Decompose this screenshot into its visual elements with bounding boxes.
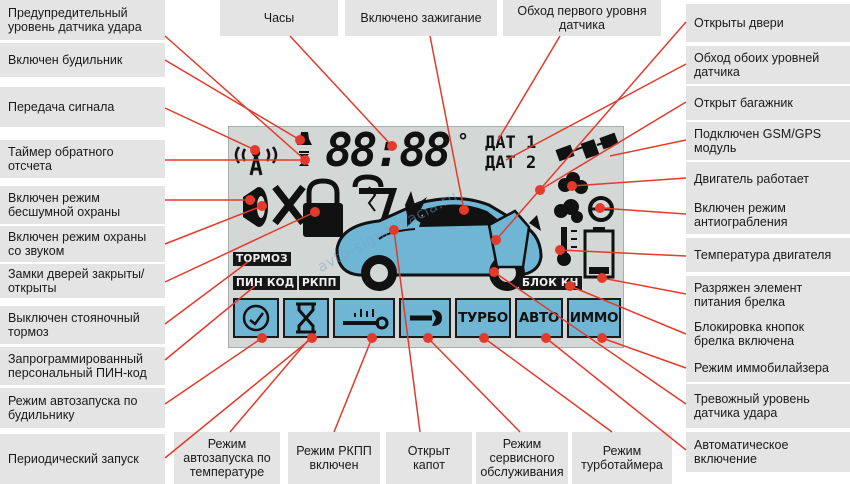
label-shock-alarm: Тревожный уровень датчика удара bbox=[686, 384, 850, 428]
sensor-1-indicator: ДАТ 1 bbox=[485, 133, 537, 153]
label-antirobbery: Включен режим антиограбления bbox=[686, 196, 850, 234]
label-bypass-both: Обход обоих уровней датчика bbox=[686, 46, 850, 84]
label-pin-code: Запрограммированный персональный ПИН-код bbox=[0, 347, 165, 385]
antirobbery-icon bbox=[588, 196, 614, 222]
auto-button: АВТО bbox=[515, 298, 563, 338]
wrench-icon bbox=[410, 310, 442, 326]
label-ignition: Включено зажигание bbox=[345, 0, 497, 36]
label-alarm-clock: Включен будильник bbox=[0, 43, 165, 77]
hood-open-icon bbox=[405, 191, 435, 227]
label-countdown-timer: Таймер обратного отсчета bbox=[0, 140, 165, 178]
label-auto-arm: Автоматическое включение bbox=[686, 432, 850, 472]
lock-closed-icon bbox=[303, 178, 343, 237]
label-engine-running: Двигатель работает bbox=[686, 162, 850, 196]
immo-button: ИММО bbox=[567, 298, 621, 338]
label-turbo-timer: Режим турботаймера bbox=[572, 432, 672, 484]
leader-line bbox=[427, 337, 521, 433]
label-trunk-open: Открыт багажник bbox=[686, 86, 850, 120]
leader-line bbox=[229, 337, 311, 433]
sensor-zigzag-icon bbox=[367, 186, 377, 212]
thermometer-icon bbox=[557, 227, 577, 266]
gsm-satellite-icon bbox=[555, 132, 619, 162]
leader-line bbox=[483, 337, 613, 433]
leader-line bbox=[497, 35, 561, 141]
label-silent-guard: Включен режим бесшумной охраны bbox=[0, 186, 165, 224]
label-parking-brake: Выключен стояночный тормоз bbox=[0, 306, 165, 344]
gearbox-tag: РКПП bbox=[299, 276, 340, 290]
brake-tag: ТОРМОЗ bbox=[233, 252, 291, 266]
sensor-2-indicator: ДАТ 2 bbox=[485, 153, 537, 173]
signal-antenna-icon bbox=[234, 146, 278, 176]
clock-degree-mark: ° bbox=[457, 129, 470, 153]
turbo-button: ТУРБО bbox=[455, 298, 511, 338]
hourglass-icon bbox=[296, 302, 316, 334]
label-signal-transmit: Передача сигнала bbox=[0, 87, 165, 127]
label-shock-warning: Предупредительный уровень датчика удара bbox=[0, 0, 165, 40]
engine-running-icon bbox=[554, 172, 588, 223]
label-gearbox-mode: Режим РКПП включен bbox=[288, 432, 380, 484]
label-periodic-start: Периодический запуск bbox=[0, 434, 165, 484]
label-clock: Часы bbox=[220, 0, 338, 36]
label-service-mode: Режим сервисного обслуживания bbox=[476, 432, 568, 484]
lcd-panel: 88:88 ° ДАТ 1 ДАТ 2 ТОРМОЗ ПИН КОД РКПП … bbox=[228, 126, 624, 348]
temp-autostart-button bbox=[233, 298, 279, 338]
clock-digits: 88:88 bbox=[325, 126, 451, 177]
gearbox-mode-button bbox=[333, 298, 395, 338]
label-battery-low: Разряжен элемент питания брелка bbox=[686, 276, 850, 314]
label-doors-open: Открыты двери bbox=[686, 4, 850, 42]
label-engine-temp: Температура двигателя bbox=[686, 238, 850, 272]
gearbox-icon bbox=[343, 309, 389, 330]
battery-icon bbox=[583, 227, 615, 279]
alarm-clock-icon bbox=[297, 132, 312, 166]
label-alarm-autostart: Режим автозапуска по будильнику bbox=[0, 388, 165, 428]
label-temp-autostart: Режим автозапуска по температуре bbox=[174, 432, 280, 484]
key-lock-tag: БЛОК КН bbox=[519, 276, 582, 290]
label-door-locks: Замки дверей закрыты/открыты bbox=[0, 264, 165, 298]
service-mode-button bbox=[399, 298, 451, 338]
label-bypass-first: Обход первого уровня датчика bbox=[503, 0, 661, 36]
pin-code-tag: ПИН КОД bbox=[233, 276, 298, 290]
gauge-icon bbox=[242, 304, 270, 332]
leader-line bbox=[333, 337, 373, 433]
silent-guard-icon bbox=[243, 184, 306, 227]
label-gsm-gps: Подключен GSM/GPS модуль bbox=[686, 122, 850, 160]
periodic-start-button bbox=[283, 298, 329, 338]
label-sound-guard: Включен режим охраны со звуком bbox=[0, 226, 165, 262]
label-key-lock: Блокировка кнопок брелка включена bbox=[686, 314, 850, 354]
label-immobilizer: Режим иммобилайзера bbox=[686, 354, 850, 382]
label-hood-open: Открыт капот bbox=[386, 432, 472, 484]
